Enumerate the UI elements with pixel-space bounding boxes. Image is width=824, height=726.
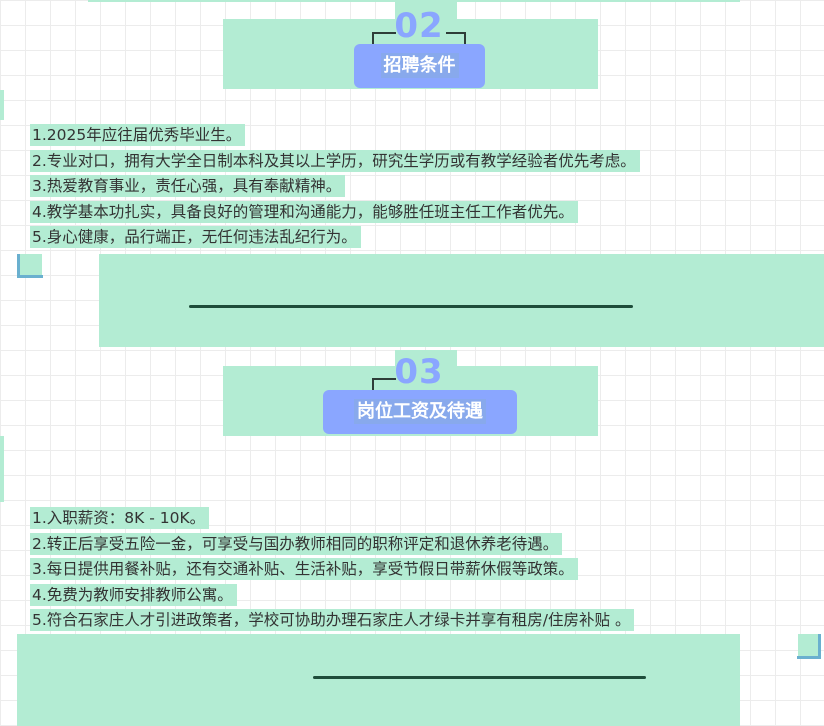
list-item: 3.每日提供用餐补贴，还有交通补贴、生活补贴，享受节假日带薪休假等政策。 [30,557,634,583]
section-02-title-pill: 招聘条件 [354,44,485,88]
list-item: 5.身心健康，品行端正，无任何违法乱纪行为。 [30,225,640,251]
divider-line-2 [313,676,646,679]
section-03-title-pill: 岗位工资及待遇 [323,390,517,434]
left-edge-highlight-1 [0,90,4,120]
list-item: 3.热爱教育事业，责任心强，具有奉献精神。 [30,174,640,200]
section-02-list: 1.2025年应往届优秀毕业生。 2.专业对口，拥有大学全日制本科及其以上学历，… [30,123,640,251]
section-03-number-highlight [395,350,457,392]
corner-highlight [20,254,42,275]
list-item: 2.转正后享受五险一金，可享受与国办教师相同的职称评定和退休养老待遇。 [30,532,634,558]
top-highlight [88,0,740,2]
list-item: 1.入职薪资：8K - 10K。 [30,506,634,532]
corner-accent [797,656,821,659]
section-02-title: 招聘条件 [380,53,459,78]
section-03-title: 岗位工资及待遇 [354,399,486,424]
section-03-list: 1.入职薪资：8K - 10K。 2.转正后享受五险一金，可享受与国办教师相同的… [30,506,635,634]
section-02-bracket-right [446,32,466,48]
list-item: 5.符合石家庄人才引进政策者，学校可协助办理石家庄人才绿卡并享有租房/住房补贴 … [30,608,635,634]
corner-accent [818,634,821,658]
list-item: 1.2025年应往届优秀毕业生。 [30,123,640,149]
corner-highlight [798,634,818,656]
list-item: 2.专业对口，拥有大学全日制本科及其以上学历，研究生学历或有教学经验者优先考虑。 [30,149,640,175]
section-03-number: 03 [394,352,444,392]
divider-band-1 [99,254,824,347]
section-03-bracket-left [372,378,396,394]
divider-line-1 [189,305,633,308]
corner-accent [17,275,43,278]
list-item: 4.免费为教师安排教师公寓。 [30,583,634,609]
left-edge-highlight-2 [0,436,4,502]
divider-band-2 [17,634,740,726]
corner-accent [17,254,20,278]
section-02-bracket-left [372,32,396,48]
section-02-number-highlight [395,2,457,44]
list-item: 4.教学基本功扎实，具备良好的管理和沟通能力，能够胜任班主任工作者优先。 [30,200,640,226]
section-02-number: 02 [394,6,444,46]
